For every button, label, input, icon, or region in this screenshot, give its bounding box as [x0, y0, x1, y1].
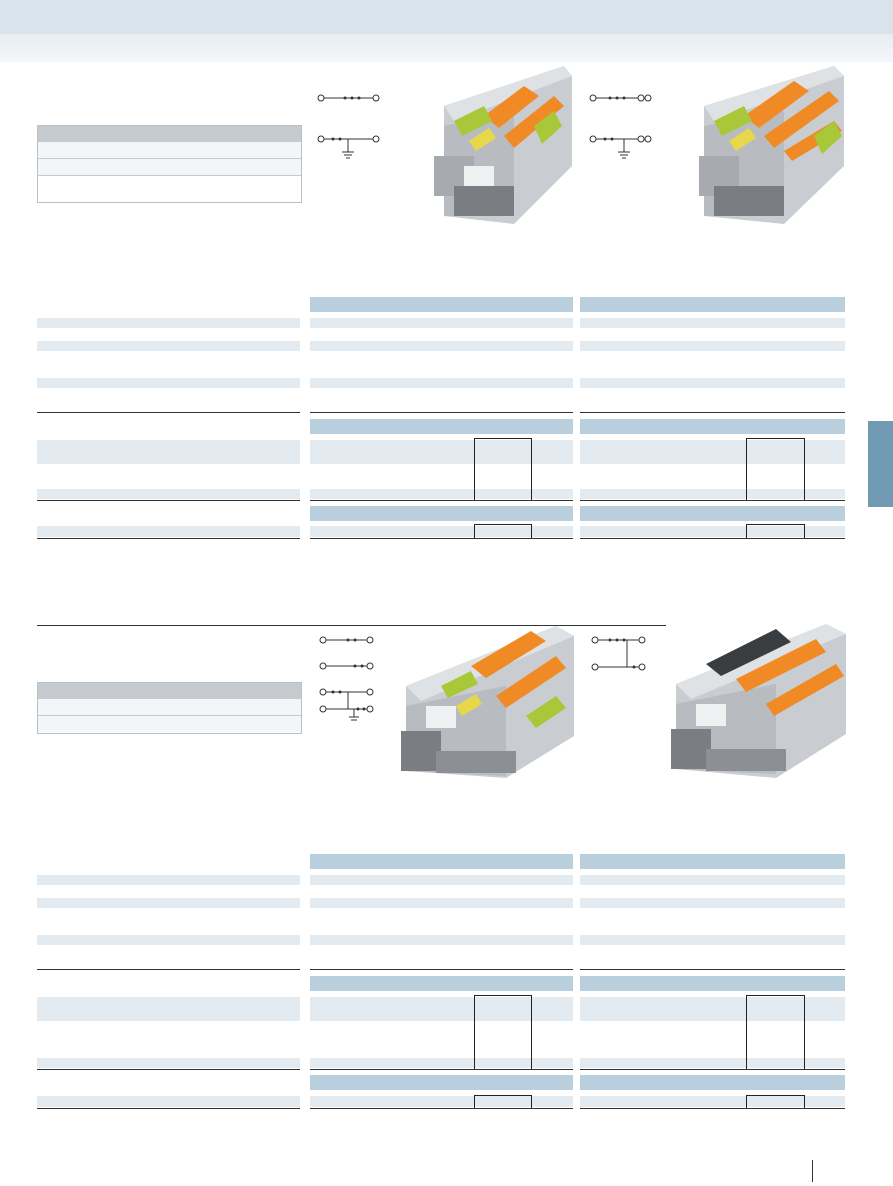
- page-header-band: [0, 0, 893, 62]
- lower-bottom-rule-right: [580, 1108, 845, 1109]
- upper-spec-label-row-2: [37, 341, 300, 351]
- lower-spec-value-row-1a: [310, 875, 573, 885]
- upper-ordering-header-1: [310, 419, 573, 434]
- lower-divider2-left: [37, 1069, 300, 1070]
- upper-accessory-header-2: [580, 506, 845, 521]
- upper-order-number-box-1: [474, 438, 532, 501]
- upper-info-row-1: [38, 141, 301, 158]
- upper-column-header-2: [580, 297, 845, 312]
- lower-spec-value-row-1b: [580, 875, 845, 885]
- lower-section-top-rule: [37, 625, 845, 626]
- lower-info-row-1: [38, 698, 301, 715]
- lower-ordering-value-row-1b: [580, 997, 845, 1021]
- upper-info-row-3: [38, 175, 301, 201]
- upper-column-header-1: [310, 297, 573, 312]
- lower-divider2-right: [580, 1069, 845, 1070]
- upper-bottom-rule-mid: [310, 538, 573, 539]
- lower-ordering-header-1: [310, 976, 573, 991]
- upper-divider2-left: [37, 500, 300, 501]
- upper-order-number-box-2: [746, 438, 805, 501]
- upper-ordering-label-row-2: [37, 489, 300, 499]
- upper-accessory-value-row-b: [580, 526, 845, 537]
- lower-spec-value-row-2a: [310, 898, 573, 908]
- upper-accessory-label-row: [37, 526, 300, 537]
- lower-spec-value-row-2b: [580, 898, 845, 908]
- lower-spec-value-row-3b: [580, 935, 845, 945]
- upper-spec-value-row-2a: [310, 341, 573, 351]
- lower-spec-label-row-2: [37, 898, 300, 908]
- upper-spec-label-row-3: [37, 378, 300, 388]
- upper-ordering-value-row-1b: [580, 440, 845, 464]
- upper-divider-mid: [310, 412, 573, 413]
- lower-spec-label-row-3: [37, 935, 300, 945]
- upper-spec-value-row-2b: [580, 341, 845, 351]
- upper-accessory-header-1: [310, 506, 573, 521]
- lower-intro-text: [38, 650, 300, 670]
- upper-accessory-box-2: [746, 524, 805, 539]
- upper-bottom-rule-right: [580, 538, 845, 539]
- lower-bottom-rule-left: [37, 1108, 300, 1109]
- upper-ordering-value-row-2a: [310, 489, 573, 499]
- lower-bottom-rule-mid: [310, 1108, 573, 1109]
- terminal-block-orange-green-icon: [414, 66, 572, 224]
- lower-info-row-2: [38, 715, 301, 732]
- upper-divider2-right: [580, 500, 845, 501]
- lower-accessory-value-row-b: [580, 1096, 845, 1107]
- upper-info-box: [37, 125, 302, 203]
- upper-ordering-value-row-1a: [310, 440, 573, 464]
- upper-info-row-2: [38, 158, 301, 175]
- upper-bottom-rule-left: [37, 538, 300, 539]
- lower-ordering-value-row-2b: [580, 1058, 845, 1068]
- lower-column-header-1: [310, 854, 573, 869]
- upper-spec-value-row-3a: [310, 378, 573, 388]
- lower-ordering-value-row-2a: [310, 1058, 573, 1068]
- lower-spec-value-row-3a: [310, 935, 573, 945]
- upper-divider-left: [37, 412, 300, 413]
- lower-order-number-box-1: [474, 995, 532, 1070]
- bridged-switch-icon: [591, 636, 646, 671]
- lower-ordering-label-row-1: [37, 997, 300, 1021]
- upper-accessory-value-row-a: [310, 526, 573, 537]
- lower-accessory-box-1: [474, 1095, 532, 1109]
- lower-ordering-header-2: [580, 976, 845, 991]
- lower-accessory-header-2: [580, 1075, 845, 1090]
- lower-info-box-heading: [38, 683, 301, 698]
- upper-accessory-box-1: [474, 524, 532, 539]
- lower-accessory-label-row: [37, 1096, 300, 1107]
- lower-info-box: [37, 682, 302, 734]
- upper-spec-value-row-1a: [310, 318, 573, 328]
- lower-divider2-mid: [310, 1069, 573, 1070]
- terminal-block-multi-level-icon: [396, 626, 574, 778]
- upper-spec-value-row-1b: [580, 318, 845, 328]
- upper-ordering-header-2: [580, 419, 845, 434]
- terminal-block-black-orange-icon: [666, 624, 846, 778]
- upper-spec-value-row-3b: [580, 378, 845, 388]
- two-switch-double-ground-icon: [589, 94, 652, 159]
- lower-accessory-header-1: [310, 1075, 573, 1090]
- upper-divider2-mid: [310, 500, 573, 501]
- upper-spec-label-row-1: [37, 318, 300, 328]
- upper-ordering-value-row-2b: [580, 489, 845, 499]
- upper-ordering-label-row-1: [37, 440, 300, 464]
- upper-intro-text: [38, 100, 300, 120]
- lower-divider-left: [37, 969, 300, 970]
- four-switch-ground-icon: [319, 636, 374, 721]
- two-switch-ground-icon: [317, 94, 380, 159]
- lower-divider-right: [580, 969, 845, 970]
- section-side-tab[interactable]: [868, 421, 893, 507]
- lower-spec-label-row-1: [37, 875, 300, 885]
- page-number-separator: [812, 1160, 813, 1182]
- lower-column-header-2: [580, 854, 845, 869]
- lower-order-number-box-2: [746, 995, 805, 1070]
- lower-divider-mid: [310, 969, 573, 970]
- upper-info-box-heading: [38, 126, 301, 141]
- terminal-block-orange-double-icon: [684, 66, 846, 224]
- lower-accessory-value-row-a: [310, 1096, 573, 1107]
- lower-ordering-label-row-2: [37, 1058, 300, 1068]
- lower-accessory-box-2: [746, 1095, 805, 1109]
- lower-ordering-value-row-1a: [310, 997, 573, 1021]
- upper-divider-right: [580, 412, 845, 413]
